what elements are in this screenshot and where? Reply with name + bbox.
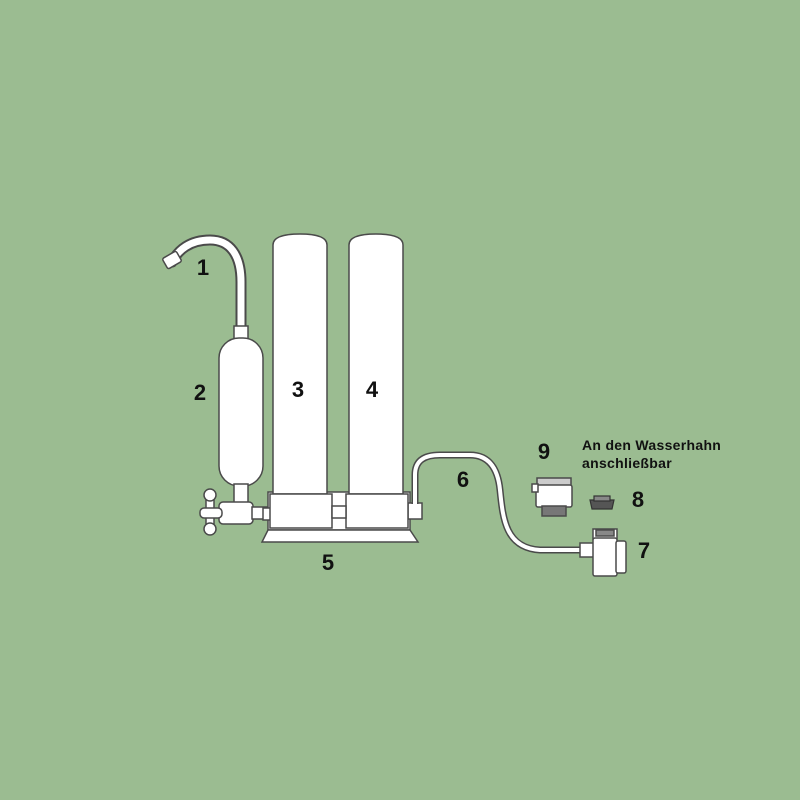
note-line-2: anschließbar <box>582 455 672 471</box>
label-3: 3 <box>291 377 305 402</box>
diverter-valve <box>579 528 627 577</box>
note-line-1: An den Wasserhahn <box>582 437 722 453</box>
label-1: 1 <box>196 255 210 280</box>
spout <box>162 234 247 334</box>
label-7: 7 <box>637 538 651 563</box>
label-2: 2 <box>193 380 207 405</box>
label-5: 5 <box>321 550 335 575</box>
faucet-adapter <box>531 477 573 517</box>
label-8: 8 <box>631 487 645 512</box>
hose <box>411 451 590 554</box>
label-6: 6 <box>456 467 470 492</box>
adapter-ring <box>589 495 615 510</box>
label-9: 9 <box>537 439 551 464</box>
label-4: 4 <box>365 377 379 402</box>
connection-note: An den Wasserhahn anschließbar <box>582 436 721 472</box>
small-cartridge <box>218 325 264 507</box>
filter-housing-right <box>331 233 409 529</box>
